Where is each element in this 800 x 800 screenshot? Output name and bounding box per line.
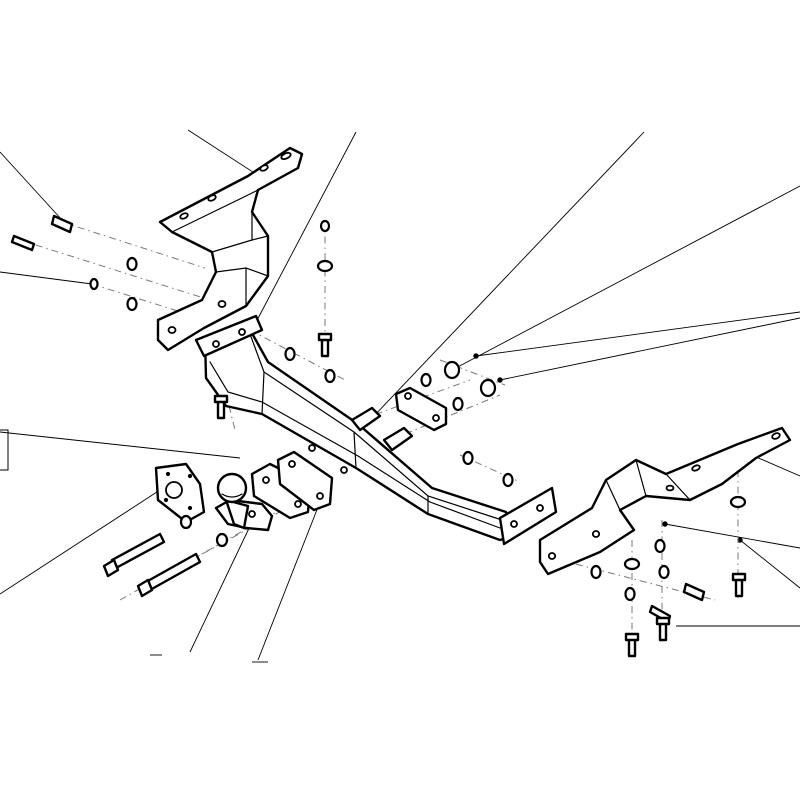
bolt-head <box>136 578 154 598</box>
frame-fragment <box>0 429 9 471</box>
crossbar <box>194 314 558 546</box>
nut <box>452 396 464 412</box>
bolt <box>144 552 202 592</box>
nut <box>126 256 138 272</box>
nut <box>658 564 670 580</box>
leader-lines <box>0 129 800 663</box>
bolt-head <box>213 394 229 404</box>
nut <box>284 346 296 362</box>
washer <box>729 495 747 509</box>
leader-line <box>253 131 357 327</box>
electric-socket-plate <box>154 462 206 524</box>
nut <box>654 538 666 554</box>
leader-dot <box>662 521 668 527</box>
tow-ball <box>214 472 274 532</box>
washer <box>316 259 334 273</box>
washer <box>623 557 641 571</box>
right-bracket <box>538 426 792 576</box>
leader-line <box>187 129 257 175</box>
leader-line <box>499 317 800 381</box>
crossbar-end-plate-left <box>194 314 264 358</box>
nut <box>624 586 636 602</box>
bolt-head <box>731 572 747 582</box>
nut <box>324 368 336 384</box>
nut <box>479 378 497 398</box>
center-lines <box>19 220 739 650</box>
leader-line <box>0 431 241 459</box>
bolt-head <box>655 616 671 626</box>
nut <box>420 372 432 388</box>
crossbar-end-plate-right <box>498 486 558 546</box>
washer <box>89 277 99 291</box>
leader-line <box>0 489 161 595</box>
leader-line <box>475 311 800 357</box>
bolt-head <box>102 558 120 578</box>
leader-line <box>739 539 800 589</box>
leader-line <box>451 185 800 371</box>
small-bolts <box>10 214 747 658</box>
leader-line <box>0 271 93 285</box>
bolt <box>10 234 36 252</box>
sleeves <box>350 406 414 452</box>
nut <box>215 532 229 548</box>
nut <box>502 472 514 488</box>
leader-line <box>257 501 321 661</box>
bolt-head <box>624 632 640 642</box>
nut <box>443 360 461 380</box>
nuts-and-washers <box>89 219 747 602</box>
center-clamp-plate <box>394 386 448 432</box>
nut <box>462 450 474 466</box>
nut <box>126 296 138 312</box>
leader-line <box>664 523 800 549</box>
bolt <box>110 532 166 570</box>
nut <box>590 564 602 580</box>
leader-line <box>189 521 253 653</box>
nut <box>319 219 331 233</box>
bolt <box>50 214 74 234</box>
leader-line <box>0 151 63 221</box>
leader-dot <box>497 377 503 383</box>
leader-line <box>371 131 645 419</box>
bolt-head <box>317 332 333 342</box>
bolt <box>682 582 706 602</box>
clamp-plate <box>276 450 334 512</box>
nut <box>179 514 193 530</box>
leader-dot <box>473 353 479 359</box>
tow-ball-bolts <box>102 532 202 598</box>
left-bracket <box>156 146 304 352</box>
